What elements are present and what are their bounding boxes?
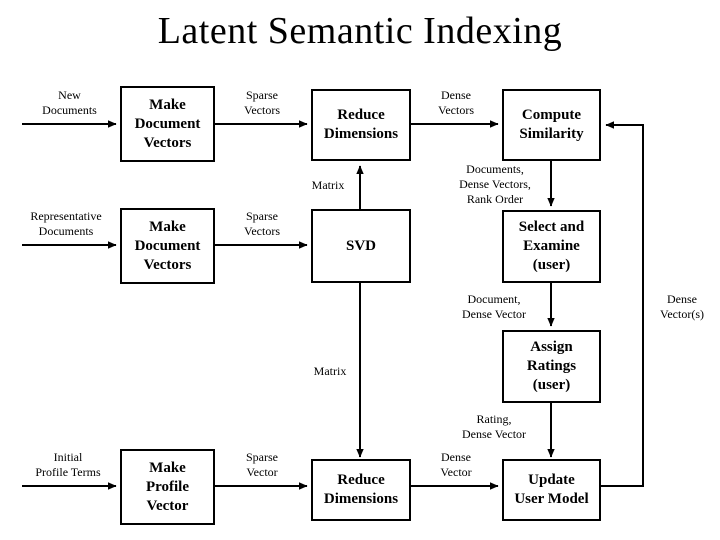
label-line: Dense — [667, 292, 697, 306]
label-line: Rating, — [476, 412, 512, 426]
label-line: Sparse — [246, 88, 278, 102]
label-line: Documents, — [466, 162, 524, 176]
label-line: Vector(s) — [660, 307, 704, 321]
label-line: Initial — [53, 450, 83, 464]
edge-label-sparse-vectors-1: Sparse Vectors — [218, 88, 306, 118]
label-line: Vector — [440, 465, 472, 479]
label-line: Sparse — [246, 450, 278, 464]
node-reduce-dimensions-2[interactable]: Reduce Dimensions — [311, 459, 411, 521]
label-line: Rank Order — [466, 192, 524, 206]
node-svd[interactable]: SVD — [311, 209, 411, 283]
label-line: Dense — [441, 450, 471, 464]
node-line: Make — [149, 218, 186, 235]
edge-label-dense-vector-3: Dense Vector — [414, 450, 498, 480]
node-line: Assign — [530, 339, 573, 355]
node-reduce-dimensions-1[interactable]: Reduce Dimensions — [311, 89, 411, 161]
edge-label-matrix-1: Matrix — [302, 178, 354, 193]
node-line: Vectors — [143, 256, 192, 273]
node-line: Dimensions — [323, 126, 399, 142]
page-title: Latent Semantic Indexing — [157, 10, 563, 52]
node-line: Make — [149, 459, 186, 476]
label-line: Vectors — [244, 103, 280, 117]
node-line: (user) — [532, 377, 571, 393]
node-line: Reduce — [337, 472, 385, 488]
edge-dense-vectors-return — [601, 121, 644, 487]
label-line: Profile Terms — [35, 465, 101, 479]
node-line: Select and — [518, 219, 585, 235]
node-line: Update — [528, 472, 575, 488]
node-line: (user) — [532, 257, 571, 273]
label-line: Dense Vector — [461, 307, 527, 321]
label-line: Dense — [441, 88, 471, 102]
edge-label-dense-vectors-1: Dense Vectors — [414, 88, 498, 118]
node-line: Make — [149, 96, 186, 113]
edge-label-new-documents: New Documents — [22, 88, 117, 118]
node-line: Compute — [521, 107, 582, 123]
node-select-and-examine[interactable]: Select and Examine (user) — [502, 210, 601, 283]
edge-label-matrix-2: Matrix — [304, 364, 356, 379]
edge-label-documents-dense-vectors-rank-order: Documents, Dense Vectors, Rank Order — [443, 162, 547, 207]
label-line: Document, — [467, 292, 521, 306]
edge-label-document-dense-vector: Document, Dense Vector — [444, 292, 544, 322]
label-line: Representative — [30, 209, 102, 223]
label-line: Sparse — [246, 209, 278, 223]
edge-label-sparse-vectors-2: Sparse Vectors — [218, 209, 306, 239]
edge-label-dense-vectors-return: Dense Vector(s) — [648, 292, 716, 322]
node-update-user-model[interactable]: Update User Model — [502, 459, 601, 521]
node-line: Dimensions — [323, 491, 399, 507]
edge-label-rating-dense-vector: Rating, Dense Vector — [444, 412, 544, 442]
node-line: Reduce — [337, 107, 385, 123]
node-make-document-vectors-1[interactable]: Make Document Vectors — [120, 86, 215, 162]
node-make-profile-vector[interactable]: Make Profile Vector — [120, 449, 215, 525]
node-compute-similarity[interactable]: Compute Similarity — [502, 89, 601, 161]
label-line: Documents — [38, 224, 94, 238]
label-line: Vector — [246, 465, 278, 479]
edge-label-initial-profile-terms: Initial Profile Terms — [18, 450, 118, 480]
label-line: Vectors — [438, 103, 474, 117]
label-line: Dense Vectors, — [459, 177, 531, 191]
label-line: Documents — [42, 103, 97, 117]
edge-label-sparse-vector-3: Sparse Vector — [218, 450, 306, 480]
node-line: Vector — [146, 497, 189, 514]
label-line: Matrix — [313, 364, 347, 378]
node-line: Profile — [145, 478, 190, 495]
node-line: Document — [134, 115, 201, 132]
label-line: Matrix — [311, 178, 345, 192]
node-line: Similarity — [519, 126, 584, 142]
label-line: Vectors — [244, 224, 280, 238]
label-line: New — [58, 88, 81, 102]
node-line: Examine — [523, 238, 580, 254]
node-line: User Model — [514, 491, 589, 507]
node-make-document-vectors-2[interactable]: Make Document Vectors — [120, 208, 215, 284]
node-assign-ratings[interactable]: Assign Ratings (user) — [502, 330, 601, 403]
node-line: SVD — [345, 237, 376, 254]
node-line: Document — [134, 237, 201, 254]
label-line: Dense Vector — [461, 427, 527, 441]
node-line: Ratings — [526, 358, 577, 374]
edge-label-representative-documents: Representative Documents — [14, 209, 118, 239]
node-line: Vectors — [143, 134, 192, 151]
